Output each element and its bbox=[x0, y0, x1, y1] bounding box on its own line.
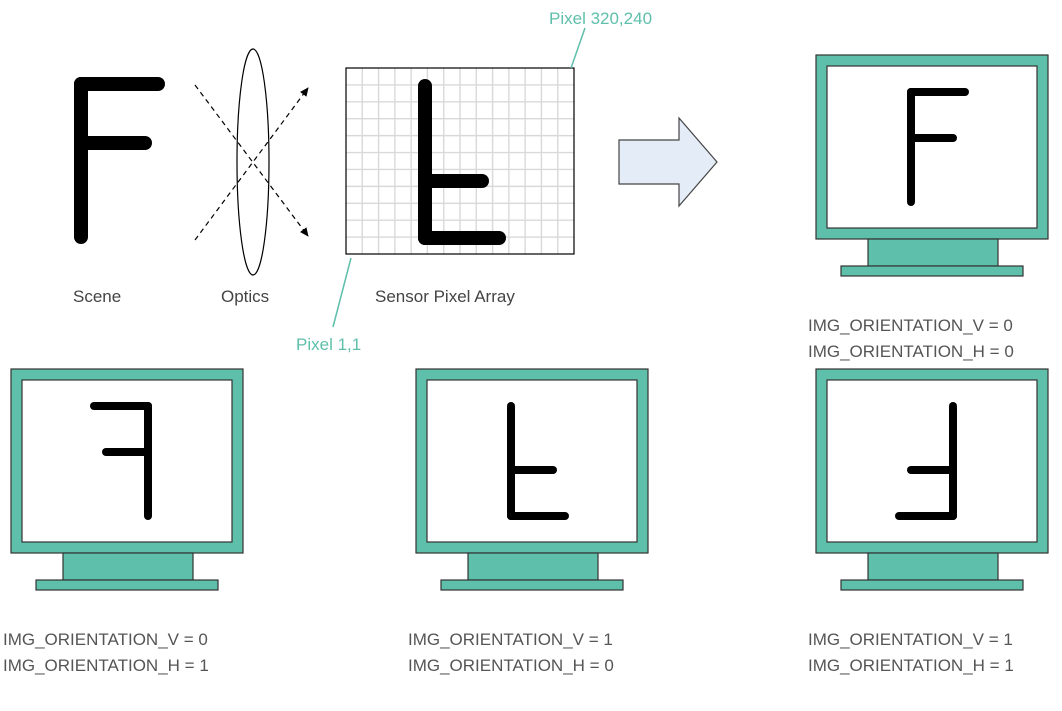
monitors: IMG_ORIENTATION_V = 0 IMG_ORIENTATION_H =… bbox=[3, 54, 1049, 675]
pixel-top-label: Pixel 320,240 bbox=[549, 9, 652, 28]
pixel-bottom-label: Pixel 1,1 bbox=[296, 335, 361, 354]
orientation-h-label: IMG_ORIENTATION_H = 0 bbox=[408, 656, 614, 675]
ray-down bbox=[194, 84, 309, 237]
scene-letter-f bbox=[74, 77, 165, 244]
monitor bbox=[10, 368, 244, 591]
orientation-v-label: IMG_ORIENTATION_V = 0 bbox=[3, 630, 208, 649]
orientation-v-label: IMG_ORIENTATION_V = 0 bbox=[808, 316, 1013, 335]
sensor-pixel-array bbox=[345, 67, 575, 255]
optics-label: Optics bbox=[221, 287, 269, 306]
optics-lens bbox=[194, 48, 309, 276]
monitor-screen bbox=[826, 65, 1038, 229]
scene-label: Scene bbox=[73, 287, 121, 306]
sensor-label: Sensor Pixel Array bbox=[375, 287, 515, 306]
monitor-stand-base bbox=[440, 579, 624, 591]
process-arrow bbox=[618, 116, 718, 208]
monitor bbox=[815, 54, 1049, 277]
orientation-v-label: IMG_ORIENTATION_V = 1 bbox=[808, 630, 1013, 649]
monitor-stand-base bbox=[840, 579, 1024, 591]
sensor-grid bbox=[346, 68, 574, 254]
monitor-stand-neck bbox=[867, 552, 999, 581]
orientation-h-label: IMG_ORIENTATION_H = 1 bbox=[3, 656, 209, 675]
monitor bbox=[415, 368, 649, 591]
monitor-letter bbox=[907, 88, 969, 206]
ray-up bbox=[194, 87, 309, 241]
monitor-stand-neck bbox=[467, 552, 599, 581]
sensor-letter-flipped bbox=[418, 79, 506, 245]
monitor-stand-neck bbox=[62, 552, 194, 581]
monitor-letter bbox=[507, 402, 569, 520]
pixel-bottom-callout-line bbox=[332, 257, 352, 328]
monitor-stand-base bbox=[35, 579, 219, 591]
monitor-stand-neck bbox=[867, 238, 999, 267]
monitor-letter bbox=[895, 402, 957, 520]
orientation-h-label: IMG_ORIENTATION_H = 0 bbox=[808, 342, 1014, 361]
orientation-v-label: IMG_ORIENTATION_V = 1 bbox=[408, 630, 613, 649]
monitor-stand-base bbox=[840, 265, 1024, 277]
monitor-letter bbox=[90, 402, 152, 520]
monitor bbox=[815, 368, 1049, 591]
orientation-h-label: IMG_ORIENTATION_H = 1 bbox=[808, 656, 1014, 675]
pixel-top-callout-line bbox=[570, 27, 586, 69]
